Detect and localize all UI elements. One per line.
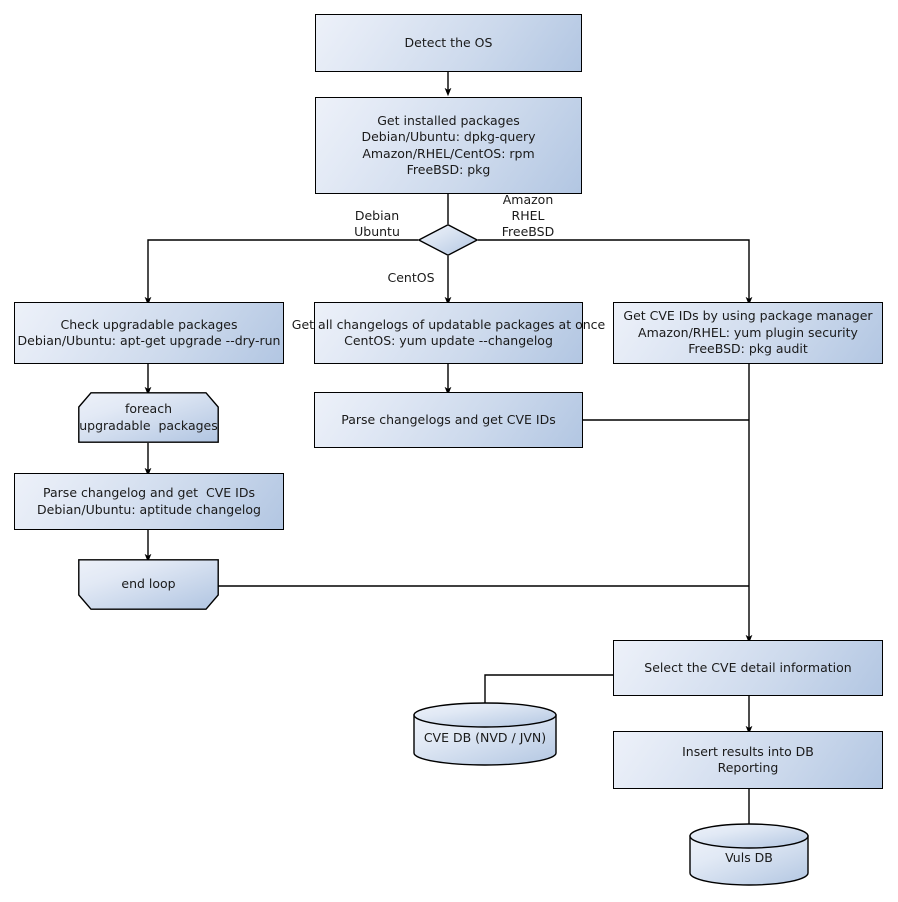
node-select-cve-detail[interactable]: Select the CVE detail information <box>613 640 883 696</box>
node-get-cve-ids-package-manager[interactable]: Get CVE IDs by using package manager Ama… <box>613 302 883 364</box>
node-detect-os[interactable]: Detect the OS <box>315 14 582 72</box>
node-parse-changelogs-cve-ids[interactable]: Parse changelogs and get CVE IDs <box>314 392 583 448</box>
node-get-installed-packages[interactable]: Get installed packages Debian/Ubuntu: dp… <box>315 97 582 194</box>
node-foreach-upgradable-packages-label: foreach upgradable packages <box>79 401 218 433</box>
node-parse-changelog-cve-ids-label: Parse changelog and get CVE IDs Debian/U… <box>37 485 261 517</box>
node-vuls-db[interactable]: Vuls DB <box>689 823 809 886</box>
node-get-installed-packages-label: Get installed packages Debian/Ubuntu: dp… <box>361 112 536 178</box>
node-get-all-changelogs[interactable]: Get all changelogs of updatable packages… <box>292 302 605 364</box>
node-insert-results-reporting-label: Insert results into DB Reporting <box>682 743 814 776</box>
node-end-loop-label: end loop <box>121 576 176 592</box>
node-cve-db[interactable]: CVE DB (NVD / JVN) <box>413 702 557 766</box>
database-cylinder-shape <box>689 823 809 886</box>
loop-start-shape <box>78 392 219 443</box>
node-select-cve-detail-label: Select the CVE detail information <box>644 659 852 675</box>
node-get-cve-ids-package-manager-label: Get CVE IDs by using package manager Ama… <box>623 308 873 357</box>
node-check-upgradable-packages[interactable]: Check upgradable packages Debian/Ubuntu:… <box>14 302 284 364</box>
node-insert-results-reporting[interactable]: Insert results into DB Reporting <box>613 731 883 789</box>
database-cylinder-shape <box>413 702 557 766</box>
node-foreach-upgradable-packages[interactable]: foreach upgradable packages <box>78 392 219 443</box>
node-parse-changelogs-cve-ids-label: Parse changelogs and get CVE IDs <box>341 411 556 427</box>
edge-label-centos: CentOS <box>387 270 435 285</box>
node-parse-changelog-cve-ids[interactable]: Parse changelog and get CVE IDs Debian/U… <box>14 473 284 530</box>
node-cve-db-label: CVE DB (NVD / JVN) <box>423 730 547 745</box>
node-get-all-changelogs-label: Get all changelogs of updatable packages… <box>291 316 606 349</box>
edge-decision-to-check-upgradable <box>144 239 418 306</box>
node-vuls-db-label: Vuls DB <box>725 850 773 865</box>
node-os-decision[interactable] <box>417 224 479 256</box>
diamond-shape <box>417 224 479 256</box>
node-end-loop[interactable]: end loop <box>78 559 219 610</box>
node-check-upgradable-packages-label: Check upgradable packages Debian/Ubuntu:… <box>17 316 281 349</box>
edge-decision-to-getcveids <box>478 239 753 306</box>
edge-label-debian-ubuntu: Debian Ubuntu <box>354 208 400 239</box>
edge-label-amazon-rhel-freebsd: Amazon RHEL FreeBSD <box>501 192 555 239</box>
loop-end-shape <box>78 559 219 610</box>
node-detect-os-label: Detect the OS <box>404 34 493 50</box>
